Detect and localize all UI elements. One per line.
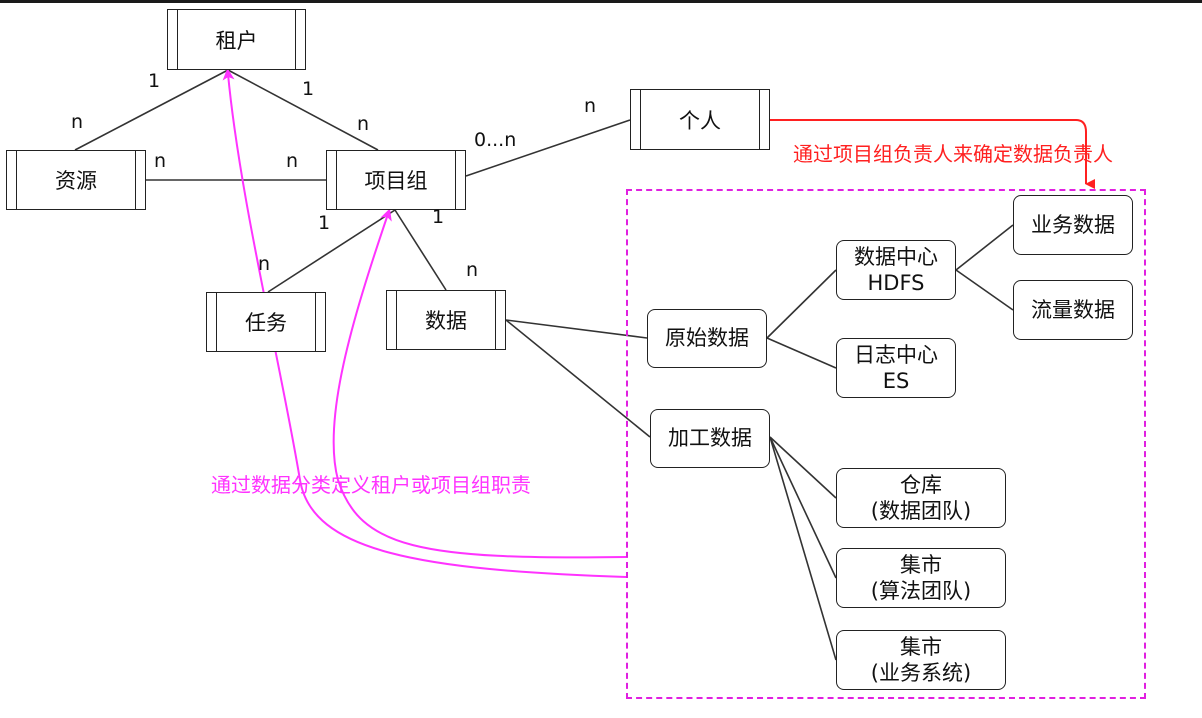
line-tenant-group (227, 69, 379, 151)
cardinality-label: 1 (432, 206, 445, 228)
line-datacenter-stream (955, 269, 1014, 311)
node-market-biz-line1: 集市 (900, 634, 942, 659)
cardinality-label: n (258, 253, 271, 275)
entity-project-group-label: 项目组 (364, 169, 428, 193)
magenta-arrow-to-tenant (222, 68, 627, 578)
line-group-task (267, 209, 396, 293)
line-data-raw (505, 319, 648, 339)
entity-task: 任务 (206, 292, 326, 352)
red-arrow (770, 119, 1095, 189)
node-data-center: 数据中心 HDFS (836, 240, 956, 300)
entity-tenant-label: 租户 (215, 28, 258, 53)
node-warehouse-line2: (数据团队) (870, 499, 972, 523)
entity-resource: 资源 (6, 150, 146, 210)
node-market-biz-line2: (业务系统) (870, 661, 972, 685)
cardinality-label: 1 (148, 70, 161, 92)
line-processed-warehouse (769, 436, 837, 499)
node-warehouse: 仓库 (数据团队) (836, 468, 1006, 528)
line-raw-datacenter (766, 269, 837, 339)
cardinality-label: n (466, 259, 479, 281)
entity-resource-label: 资源 (55, 169, 97, 193)
entity-project-group: 项目组 (326, 150, 466, 210)
entity-person-label: 个人 (679, 108, 721, 133)
node-log-center-line1: 日志中心 (854, 342, 938, 367)
magenta-arrow-to-group (332, 208, 627, 559)
line-raw-logcenter (766, 337, 837, 369)
node-raw-data-label: 原始数据 (665, 326, 749, 351)
node-raw-data: 原始数据 (647, 309, 767, 368)
node-processed-data: 加工数据 (650, 409, 770, 468)
node-market-algo-line2: (算法团队) (870, 579, 972, 603)
cardinality-label: 1 (318, 212, 331, 234)
line-group-person (465, 119, 631, 177)
node-market-algo-line1: 集市 (900, 552, 942, 577)
entity-task-label: 任务 (245, 311, 287, 335)
node-log-center: 日志中心 ES (836, 338, 956, 398)
cardinality-label: 1 (302, 78, 315, 100)
node-data-center-line2: HDFS (867, 271, 925, 295)
node-business-data: 业务数据 (1013, 195, 1133, 255)
line-datacenter-business (955, 224, 1014, 271)
node-stream-data-label: 流量数据 (1031, 297, 1115, 322)
entity-data-label: 数据 (425, 309, 467, 333)
line-tenant-resource (74, 69, 229, 151)
cardinality-label: n (71, 111, 84, 133)
window-top-border (0, 0, 1202, 3)
cardinality-label: n (584, 95, 597, 117)
cardinality-label: n (286, 150, 299, 172)
node-stream-data: 流量数据 (1013, 280, 1133, 340)
node-processed-data-label: 加工数据 (668, 426, 752, 451)
node-business-data-label: 业务数据 (1031, 212, 1115, 237)
node-log-center-line2: ES (882, 369, 910, 393)
data-classification-box (626, 189, 1146, 699)
cardinality-label: 0...n (474, 129, 517, 151)
node-warehouse-line1: 仓库 (900, 472, 942, 497)
line-processed-market-biz (769, 436, 837, 661)
entity-person: 个人 (630, 89, 770, 150)
entity-tenant: 租户 (167, 9, 306, 70)
entity-data: 数据 (386, 290, 506, 350)
node-data-center-line1: 数据中心 (854, 244, 938, 269)
note-data-owner: 通过项目组负责人来确定数据负责人 (793, 142, 1113, 166)
cardinality-label: n (154, 150, 167, 172)
note-data-classification: 通过数据分类定义租户或项目组职责 (211, 473, 531, 497)
line-group-data (394, 209, 447, 291)
line-processed-market-algo (769, 436, 837, 579)
node-market-biz: 集市 (业务系统) (836, 630, 1006, 690)
node-market-algo: 集市 (算法团队) (836, 548, 1006, 608)
cardinality-label: n (357, 113, 370, 135)
